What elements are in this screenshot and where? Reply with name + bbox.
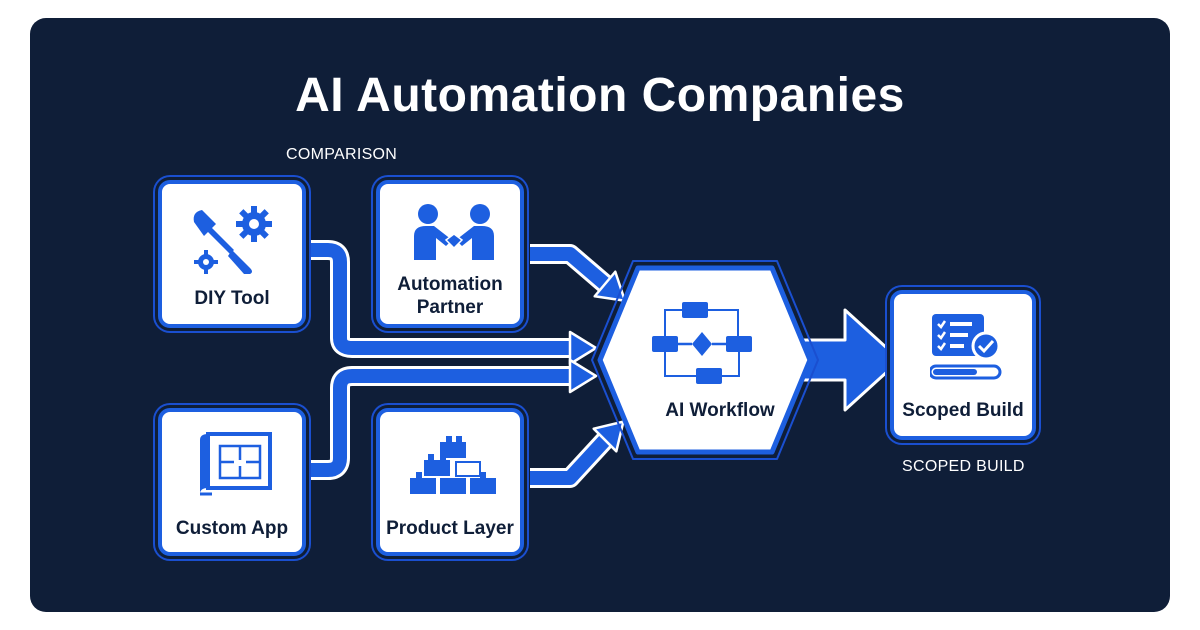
ai-workflow-label: AI Workflow [665, 400, 775, 421]
scoped-build-node: Scoped Build [890, 290, 1036, 440]
comparison-caption: COMPARISON [286, 146, 398, 163]
connector-product-layer [530, 409, 636, 488]
blocks-icon [410, 436, 496, 494]
diy-tool-node: DIY Tool [158, 180, 306, 328]
connector-diy-tool [308, 240, 598, 366]
automation-partner-label-line1: Automation [397, 274, 503, 295]
workflow-icon [652, 302, 752, 384]
product-layer-label: Product Layer [386, 518, 514, 539]
flow-connectors [308, 240, 902, 488]
scoped-build-label: Scoped Build [902, 400, 1024, 421]
custom-app-node: Custom App [158, 408, 306, 556]
product-layer-node: Product Layer [376, 408, 524, 556]
custom-app-label: Custom App [175, 518, 289, 539]
connector-custom-app [308, 358, 598, 480]
diy-tool-label: DIY Tool [194, 288, 270, 309]
handshake-icon [414, 204, 494, 260]
connector-automation-partner [530, 244, 637, 315]
ai-workflow-node [591, 260, 819, 460]
blueprint-icon [200, 432, 272, 496]
wrench-gears-icon [193, 206, 272, 274]
automation-partner-label-line2: Partner [416, 297, 484, 318]
diagram-panel: AI Automation Companies COMPARISON SCOPE… [30, 18, 1170, 612]
connector-to-scoped-build [798, 308, 902, 412]
automation-partner-node: Automation Partner [376, 180, 524, 328]
scoped-build-caption: SCOPED BUILD [902, 458, 1025, 475]
checklist-icon [930, 314, 1002, 380]
diagram-title: AI Automation Companies [295, 69, 905, 122]
